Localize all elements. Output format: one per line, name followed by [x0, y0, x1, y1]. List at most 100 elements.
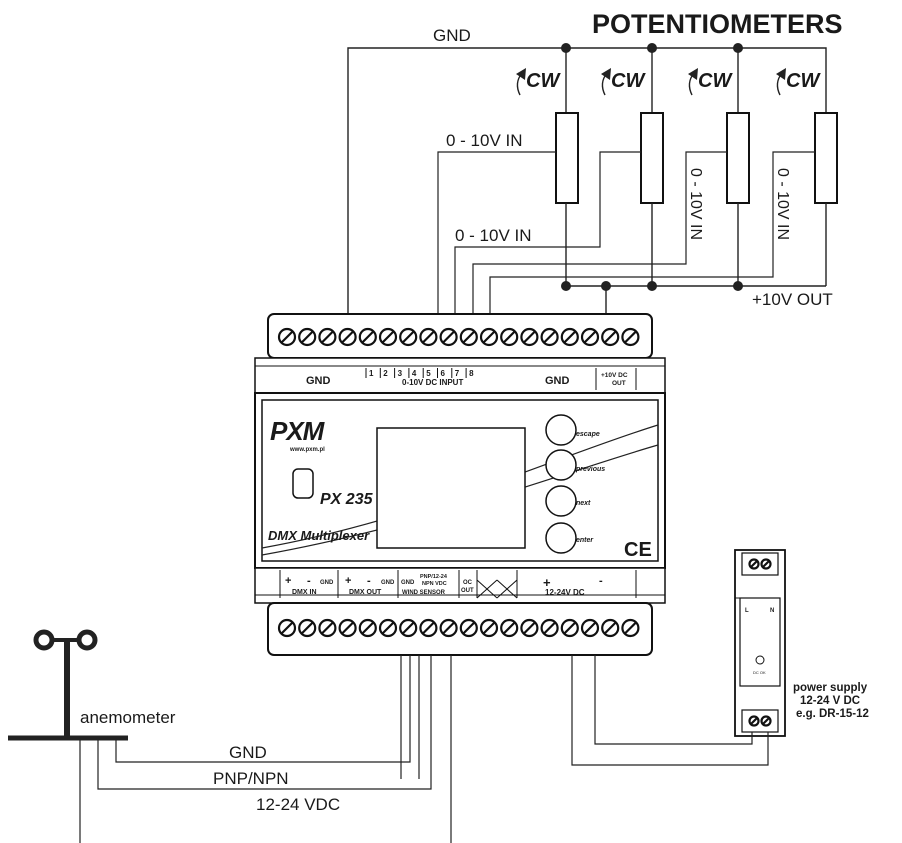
junction-dots-bottom	[561, 281, 743, 291]
screw-slot	[280, 621, 294, 635]
svg-text:GND: GND	[381, 580, 395, 586]
brand-logo: PXM	[270, 416, 326, 446]
input-number-7: 7	[455, 369, 460, 378]
svg-text:N: N	[770, 608, 774, 614]
screw-slot	[341, 330, 354, 344]
screw-slot	[624, 330, 637, 344]
cw-arrow-icon	[516, 68, 526, 96]
ps-label-3: e.g. DR-15-12	[796, 708, 869, 720]
input-number-5: 5	[426, 369, 431, 378]
screw-slot	[462, 330, 476, 344]
diagram-title: POTENTIOMETERS	[592, 9, 843, 39]
bottom-terminal-labels: + - GND DMX IN + - GND DMX OUT GND PNP/1…	[285, 574, 603, 597]
input-label-a: 0 - 10V IN	[446, 131, 523, 150]
input-label-c: 0 - 10V IN	[687, 168, 704, 240]
button-enter[interactable]: enter	[545, 522, 594, 554]
cw-arrow-icon	[601, 68, 611, 96]
anemometer-label: anemometer	[80, 708, 176, 727]
ps-wire-neg	[594, 655, 753, 745]
status-led	[292, 468, 314, 499]
screw-slot	[462, 621, 476, 635]
button-previous[interactable]: previous	[545, 449, 605, 481]
input-caption: 0-10V DC INPUT	[402, 378, 463, 387]
dmx-out-label: DMX OUT	[349, 589, 382, 596]
cw-arrow-icon	[688, 68, 698, 96]
bottom-screw-row	[277, 618, 640, 638]
screw-slot	[300, 330, 314, 344]
gnd-bottom-label: GND	[229, 743, 267, 762]
cw-label-3: CW	[698, 70, 733, 92]
screw-slot	[750, 560, 758, 568]
svg-text:-: -	[599, 575, 603, 587]
device-name: DMX Multiplexer	[268, 528, 370, 543]
svg-text:PNP/12-24: PNP/12-24	[420, 574, 448, 580]
svg-text:+: +	[285, 575, 291, 587]
wiper-wire-2	[454, 151, 641, 314]
screw-slot	[401, 330, 415, 344]
screw-slot	[482, 330, 496, 344]
input-number-1: 1	[369, 369, 374, 378]
ps-label-1: power supply	[793, 682, 868, 694]
screw-slot	[523, 330, 536, 344]
svg-text:escape: escape	[576, 431, 600, 438]
svg-text:L: L	[745, 608, 749, 614]
screw-slot	[361, 621, 375, 635]
screw-slot	[422, 330, 435, 344]
svg-text:next: next	[576, 500, 591, 507]
lcd-screen	[376, 427, 526, 549]
screw-slot	[361, 330, 375, 344]
svg-text:DC OK: DC OK	[753, 670, 766, 675]
wiper-wire-1	[437, 151, 556, 314]
anemometer-signal-wire	[97, 655, 432, 790]
screw-slot	[523, 621, 536, 635]
svg-text:OC: OC	[463, 580, 473, 586]
dmx-in-label: DMX IN	[292, 589, 317, 596]
screw-slot	[442, 621, 455, 635]
screw-slot	[280, 330, 294, 344]
top-screw-row	[277, 327, 640, 347]
button-escape[interactable]: escape	[545, 414, 600, 446]
input-label-d: 0 - 10V IN	[774, 168, 791, 240]
screw-slot	[563, 330, 577, 344]
brand-url: www.pxm.pl	[289, 447, 325, 453]
screw-slot	[422, 621, 435, 635]
top-gnd2-label: GND	[545, 375, 570, 387]
screw-slot	[341, 621, 354, 635]
screw-slot	[482, 621, 496, 635]
svg-text:+: +	[543, 575, 551, 590]
screw-slot	[321, 621, 334, 635]
pnp-npn-label: PNP/NPN	[213, 769, 289, 788]
screw-slot	[381, 330, 395, 344]
button-next[interactable]: next	[545, 485, 591, 517]
top-gnd-label: GND	[306, 375, 331, 387]
svg-text:-: -	[307, 575, 311, 587]
svg-text:GND: GND	[320, 580, 334, 586]
svg-text:enter: enter	[576, 537, 594, 544]
svg-text:GND: GND	[401, 580, 415, 586]
screw-slot	[603, 621, 617, 635]
ps-screws	[748, 558, 772, 727]
power-input-label: 12-24V DC	[545, 588, 585, 597]
potentiometer-1	[555, 112, 579, 286]
supply-voltage-label: 12-24 VDC	[256, 795, 340, 814]
svg-text:+: +	[345, 575, 351, 587]
input-number-3: 3	[398, 369, 403, 378]
screw-slot	[762, 717, 770, 725]
input-number-2: 2	[383, 369, 388, 378]
screw-slot	[543, 621, 556, 635]
potentiometer-4	[814, 112, 838, 286]
screw-slot	[502, 330, 516, 344]
input-number-6: 6	[441, 369, 446, 378]
ps-wire-pos	[571, 655, 769, 766]
plus10v-label: +10V OUT	[752, 290, 833, 309]
screw-slot	[502, 621, 516, 635]
gnd-top-label: GND	[433, 26, 471, 45]
anemometer-gnd-wire	[115, 655, 411, 763]
wiper-wire-4	[489, 151, 815, 314]
svg-text:OUT: OUT	[461, 588, 474, 594]
power-supply-module: L N DC OK	[734, 549, 786, 737]
screw-slot	[300, 621, 314, 635]
